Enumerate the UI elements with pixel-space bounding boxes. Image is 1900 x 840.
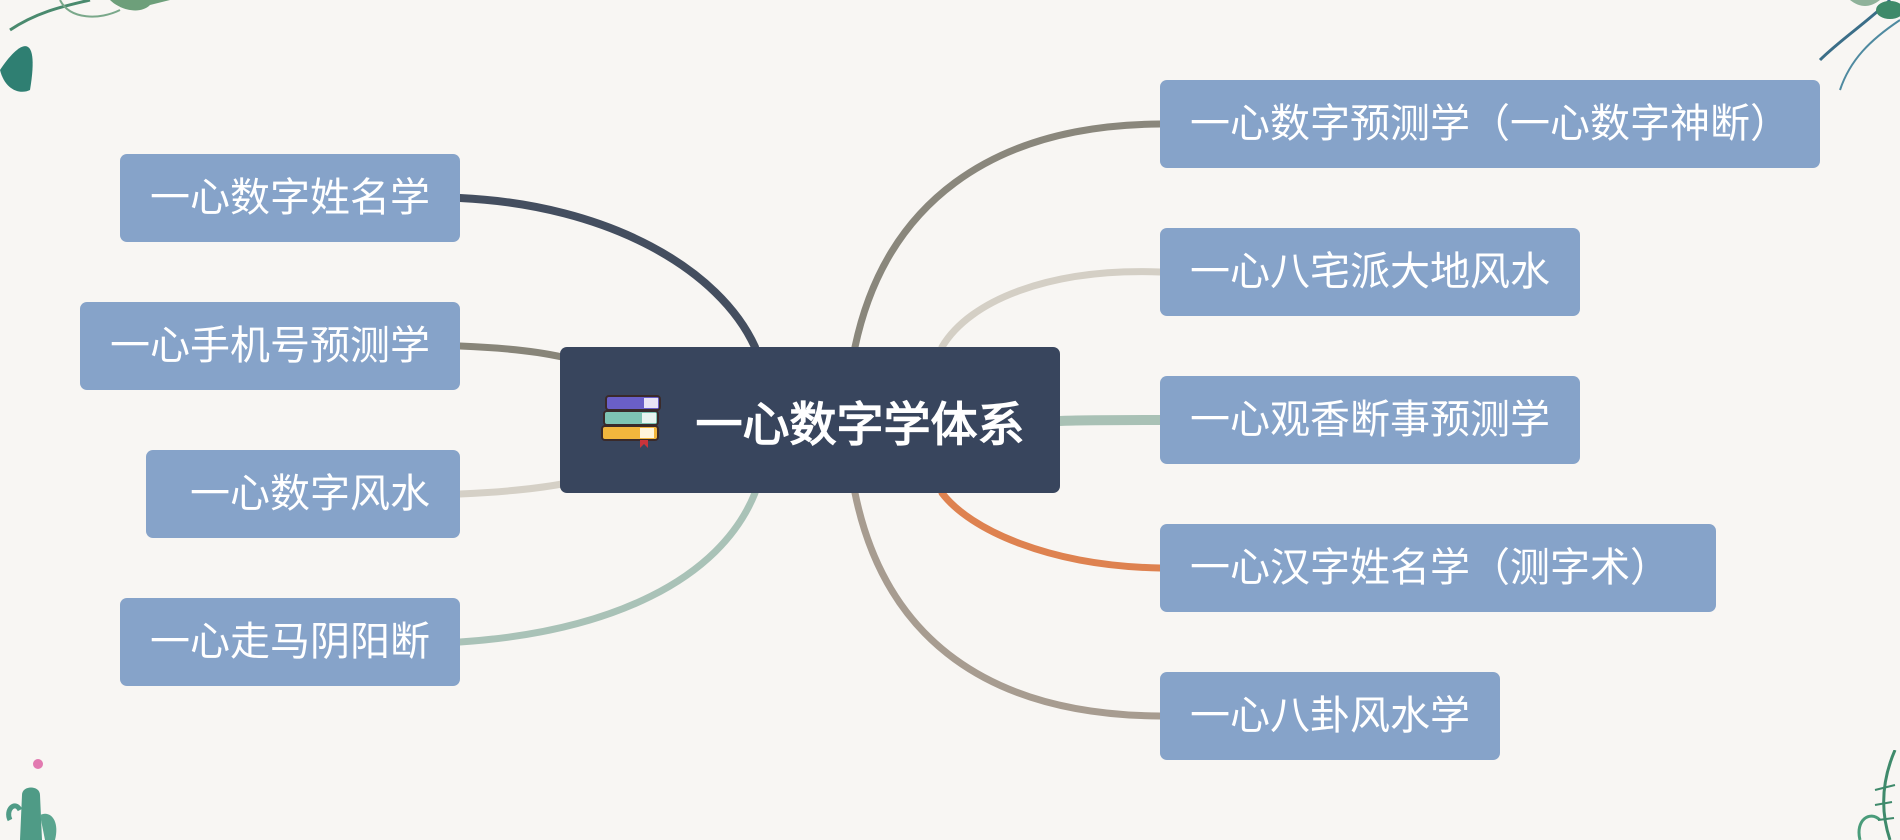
root-topic-label: 一心数字学体系 bbox=[695, 397, 1025, 453]
topic-label: 一心走马阴阳断 bbox=[150, 619, 430, 665]
topic-label: 一心数字预测学（一心数字神断） bbox=[1190, 101, 1790, 147]
topic-label: 一心数字风水 bbox=[190, 471, 430, 517]
leaf-decoration-top-right-icon bbox=[1818, 0, 1900, 91]
connector-right-3 bbox=[938, 489, 1164, 572]
topic-label: 一心观香断事预测学 bbox=[1190, 397, 1550, 443]
connector-left-0 bbox=[456, 194, 759, 351]
cactus-decoration-bottom-left-icon bbox=[6, 759, 57, 840]
connector-left-2 bbox=[456, 480, 566, 498]
topic-label: 一心数字姓名学 bbox=[150, 175, 430, 221]
connector-left-1 bbox=[456, 342, 566, 361]
connector-right-4 bbox=[851, 489, 1164, 720]
topic-bazhai-fengshui[interactable]: 一心八宅派大地风水 bbox=[1160, 228, 1580, 316]
topic-phone-number-prediction[interactable]: 一心手机号预测学 bbox=[80, 302, 460, 390]
books-icon bbox=[596, 388, 668, 452]
connector-right-1 bbox=[938, 268, 1164, 351]
connector-right-2 bbox=[1055, 415, 1165, 426]
leaf-decoration-bottom-right-icon bbox=[1857, 750, 1897, 840]
topic-label: 一心汉字姓名学（测字术） bbox=[1190, 545, 1670, 591]
connector-right-0 bbox=[851, 120, 1164, 351]
topic-bagua-fengshui[interactable]: 一心八卦风水学 bbox=[1160, 672, 1500, 760]
topic-incense-prediction[interactable]: 一心观香断事预测学 bbox=[1160, 376, 1580, 464]
topic-zouma-yinyang[interactable]: 一心走马阴阳断 bbox=[120, 598, 460, 686]
topic-label: 一心八卦风水学 bbox=[1190, 693, 1470, 739]
topic-label: 一心八宅派大地风水 bbox=[1190, 249, 1550, 295]
connector-left-3 bbox=[456, 489, 759, 646]
topic-numeric-fengshui[interactable]: 一心数字风水 bbox=[146, 450, 460, 538]
topic-chinese-character-name-study[interactable]: 一心汉字姓名学（测字术） bbox=[1160, 524, 1716, 612]
root-topic[interactable]: 一心数字学体系 bbox=[560, 347, 1060, 493]
topic-label: 一心手机号预测学 bbox=[110, 323, 430, 369]
leaf-decoration-top-left-icon bbox=[0, 0, 170, 92]
topic-numeric-name-study[interactable]: 一心数字姓名学 bbox=[120, 154, 460, 242]
topic-numeric-prediction[interactable]: 一心数字预测学（一心数字神断） bbox=[1160, 80, 1820, 168]
